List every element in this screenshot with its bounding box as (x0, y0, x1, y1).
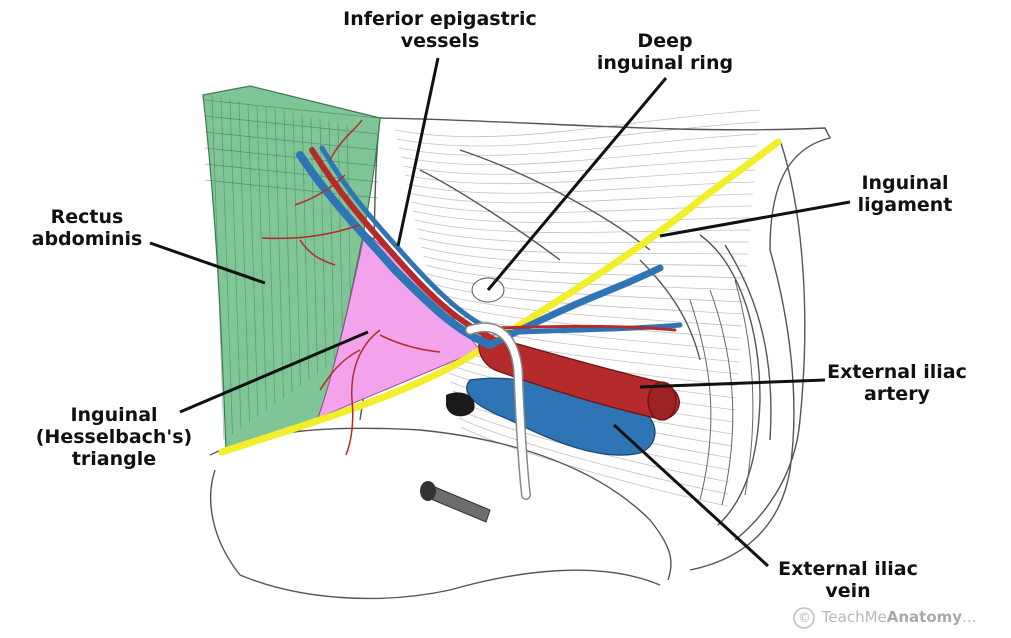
hatch-line (419, 238, 748, 254)
watermark-brand: Anatomy (887, 608, 962, 626)
label-inferior-epigastric-vessels: Inferior epigastric vessels (330, 8, 550, 52)
hatch-line (395, 110, 760, 137)
label-line: Inguinal (840, 172, 970, 194)
hatch-line (421, 247, 747, 266)
psoas-iliacus-sketch (690, 280, 753, 505)
hatch-line (401, 146, 757, 165)
hatch-line (407, 182, 754, 193)
label-line: Inferior epigastric (330, 8, 550, 30)
label-line: External iliac (768, 558, 928, 580)
watermark-suffix: ... (962, 608, 976, 626)
copyright-icon: © (798, 611, 811, 626)
label-line: External iliac (822, 361, 972, 383)
label-external-iliac-artery: External iliac artery (822, 361, 972, 405)
label-line: inguinal ring (580, 52, 750, 74)
label-line: (Hesselbach's) (34, 426, 194, 448)
hatch-line (417, 229, 749, 243)
label-line: Inguinal (34, 404, 194, 426)
label-line: vessels (330, 30, 550, 52)
label-hesselbach-triangle: Inguinal (Hesselbach's) triangle (34, 404, 194, 470)
watermark-prefix: TeachMe (822, 608, 887, 626)
watermark: © TeachMeAnatomy... (798, 608, 976, 626)
label-line: vein (768, 580, 928, 602)
label-deep-inguinal-ring: Deep inguinal ring (580, 30, 750, 74)
label-rectus-abdominis: Rectus abdominis (22, 206, 152, 250)
label-line: artery (822, 383, 972, 405)
hatch-line (423, 256, 746, 278)
label-external-iliac-vein: External iliac vein (768, 558, 928, 602)
hatch-line (413, 211, 751, 222)
label-inguinal-ligament: Inguinal ligament (840, 172, 970, 216)
label-line: triangle (34, 448, 194, 470)
hatch-line (399, 134, 758, 155)
label-line: Rectus (22, 206, 152, 228)
pointer-inferior-epigastric (398, 58, 438, 246)
label-line: abdominis (22, 228, 152, 250)
label-line: Deep (580, 30, 750, 52)
pointer-external-iliac-vein (614, 425, 768, 566)
label-line: ligament (840, 194, 970, 216)
